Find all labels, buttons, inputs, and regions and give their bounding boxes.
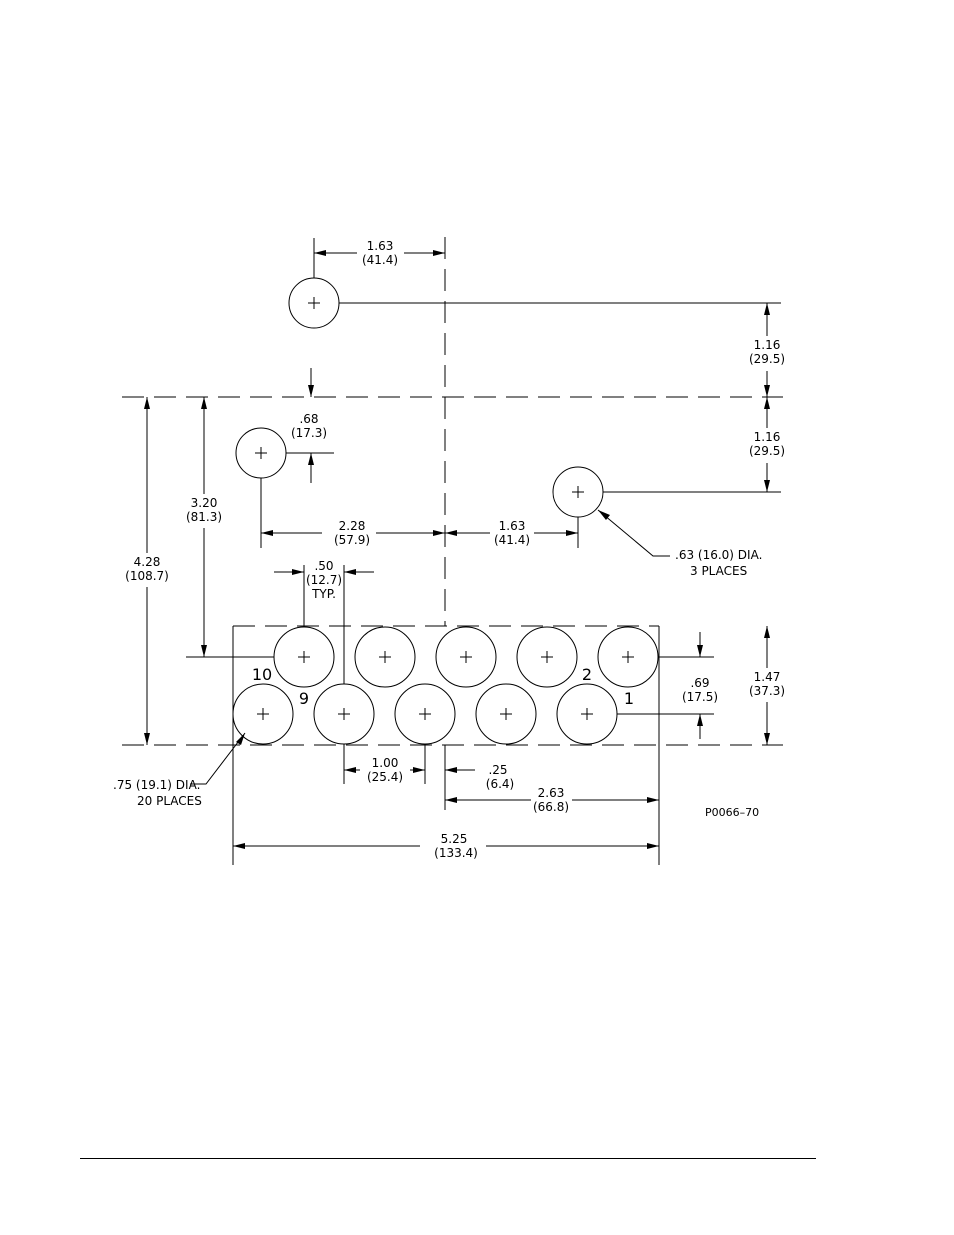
dim-height-428-metric: (108.7) bbox=[125, 569, 169, 583]
position-label-1: 1 bbox=[624, 689, 634, 708]
small-hole-right bbox=[552, 466, 604, 518]
dimension-labels: 1.63 (41.4) 1.16 (29.5) 1.16 (29.5) .68 … bbox=[125, 239, 785, 860]
large-hole bbox=[475, 683, 537, 745]
hole-notes: .63 (16.0) DIA. 3 PLACES .75 (19.1) DIA.… bbox=[113, 548, 762, 808]
dim-edge-025-metric: (6.4) bbox=[486, 777, 514, 791]
position-label-10: 10 bbox=[252, 665, 272, 684]
dim-overall-width: 5.25 bbox=[441, 832, 468, 846]
dim-span-163-metric: (41.4) bbox=[494, 533, 530, 547]
dim-pitch-typ: .50 bbox=[314, 559, 333, 573]
dim-row-offset-metric: (17.5) bbox=[682, 690, 718, 704]
dim-small-offset: .68 bbox=[299, 412, 318, 426]
note-small-holes-size: .63 (16.0) DIA. bbox=[675, 548, 762, 562]
position-labels: 10 9 2 1 bbox=[252, 665, 634, 708]
large-hole bbox=[516, 626, 578, 688]
dim-span-263: 2.63 bbox=[538, 786, 565, 800]
large-hole bbox=[232, 683, 294, 745]
dim-pitch-100-metric: (25.4) bbox=[367, 770, 403, 784]
dim-height-320-metric: (81.3) bbox=[186, 510, 222, 524]
arrowheads bbox=[144, 250, 770, 849]
dim-span-163: 1.63 bbox=[499, 519, 526, 533]
large-holes bbox=[232, 626, 659, 745]
dim-height-320: 3.20 bbox=[191, 496, 218, 510]
small-hole-left bbox=[235, 427, 287, 479]
footer-divider bbox=[80, 1158, 816, 1159]
large-hole bbox=[313, 683, 375, 745]
large-hole bbox=[354, 626, 416, 688]
large-hole bbox=[597, 626, 659, 688]
dim-overall-width-metric: (133.4) bbox=[434, 846, 478, 860]
drawing-number: P0066–70 bbox=[705, 806, 759, 819]
dimension-lines bbox=[146, 252, 768, 847]
dim-block-height-metric: (37.3) bbox=[749, 684, 785, 698]
position-label-2: 2 bbox=[582, 665, 592, 684]
dim-right-upper-gap: 1.16 bbox=[754, 338, 781, 352]
dim-right-lower-gap-metric: (29.5) bbox=[749, 444, 785, 458]
dim-right-upper-gap-metric: (29.5) bbox=[749, 352, 785, 366]
dim-top-offset-metric: (41.4) bbox=[362, 253, 398, 267]
dim-pitch-typ-note: TYP. bbox=[311, 587, 336, 601]
small-hole-top bbox=[288, 277, 340, 329]
large-hole bbox=[394, 683, 456, 745]
dim-top-offset: 1.63 bbox=[367, 239, 394, 253]
dim-edge-025: .25 bbox=[488, 763, 507, 777]
note-large-holes-size: .75 (19.1) DIA. bbox=[113, 778, 200, 792]
position-label-9: 9 bbox=[299, 689, 309, 708]
dim-pitch-typ-metric: (12.7) bbox=[306, 573, 342, 587]
extension-lines bbox=[186, 238, 781, 865]
large-hole bbox=[556, 683, 618, 745]
dim-block-height: 1.47 bbox=[754, 670, 781, 684]
dim-small-offset-metric: (17.3) bbox=[291, 426, 327, 440]
dim-height-428: 4.28 bbox=[134, 555, 161, 569]
dim-row-offset: .69 bbox=[690, 676, 709, 690]
large-hole bbox=[273, 626, 335, 688]
dim-span-228-metric: (57.9) bbox=[334, 533, 370, 547]
dim-pitch-100: 1.00 bbox=[372, 756, 399, 770]
large-hole bbox=[435, 626, 497, 688]
dim-span-263-metric: (66.8) bbox=[533, 800, 569, 814]
dim-span-228: 2.28 bbox=[339, 519, 366, 533]
dim-right-lower-gap: 1.16 bbox=[754, 430, 781, 444]
note-large-holes-count: 20 PLACES bbox=[137, 794, 202, 808]
note-small-holes-count: 3 PLACES bbox=[690, 564, 747, 578]
